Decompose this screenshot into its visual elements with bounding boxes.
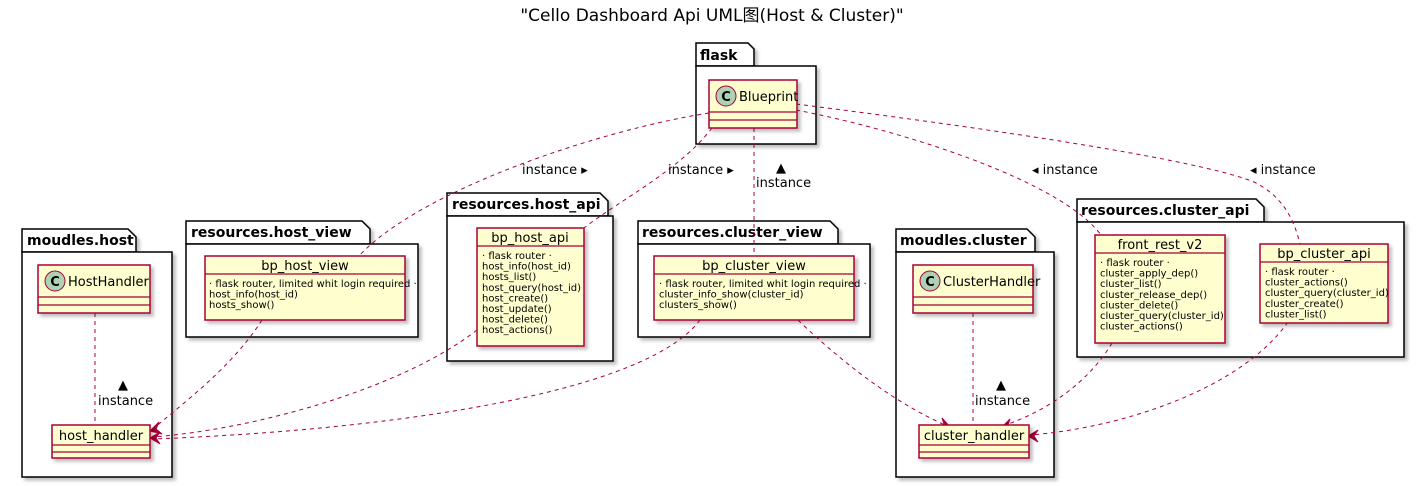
arrow-head [149, 431, 161, 445]
edge-label-cluster-handler-arrow: ▲ [996, 378, 1006, 393]
class-member: host_update() [482, 304, 552, 315]
class-bp-host-api[interactable] [476, 227, 585, 347]
package-label-cluster-view: resources.cluster_view [642, 225, 823, 241]
class-name-front-rest-v2: front_rest_v2 [1118, 238, 1203, 253]
edge-label-host-handler: instance [98, 394, 153, 409]
class-icon [44, 270, 66, 292]
member-list: · flask router, limited whit login requi… [209, 279, 417, 311]
class-member: host_query(host_id) [482, 283, 581, 294]
edges [94, 103, 1301, 445]
class-name-host-handler: host_handler [59, 429, 144, 444]
class-bp-host-view[interactable] [204, 255, 406, 321]
edge-label-cluster-view-arrow: ▲ [776, 161, 786, 176]
class-member: cluster_release_dep() [1100, 290, 1207, 301]
diagram-title: "Cello Dashboard Api UML图(Host & Cluster… [520, 6, 903, 26]
edge-label-host-api: instance ▸ [668, 163, 734, 178]
edge-blueprint-cluster-api [795, 103, 1301, 245]
edge-blueprint-host-api [583, 127, 713, 229]
class-name-blueprint: Blueprint [739, 90, 798, 105]
edge-label-host-view: instance ▸ [522, 163, 588, 178]
class-member: cluster_list() [1265, 309, 1327, 320]
edge-cluster-view-host-handler [151, 319, 701, 440]
class-name-clusterhandler: ClusterHandler [943, 275, 1041, 290]
package-label-moudles-cluster: moudles.cluster [900, 233, 1027, 249]
class-member: clusters_show() [659, 300, 737, 311]
class-member: host_info(host_id) [482, 262, 571, 273]
edge-cluster-view-cluster-handler [797, 319, 946, 426]
class-member: · flask router · [1100, 258, 1170, 269]
class-member: host_actions() [482, 325, 552, 336]
edge-label-front-rest: ◂ instance [1032, 163, 1098, 178]
class-member: hosts_list() [482, 272, 536, 283]
package-label-flask: flask [700, 48, 738, 64]
class-icon-letter: C [50, 275, 60, 290]
class-member: cluster_query(cluster_id) [1265, 288, 1389, 299]
class-member: hosts_show() [209, 300, 275, 311]
class-name-bp-host-view: bp_host_view [261, 259, 349, 274]
class-icon [715, 85, 737, 107]
class-bp-cluster-view[interactable] [653, 255, 855, 321]
edge-label-host-handler-arrow: ▲ [118, 378, 128, 393]
class-icon-letter: C [925, 275, 935, 290]
member-list: · flask router ·cluster_actions()cluster… [1265, 267, 1389, 320]
class-member: cluster_actions() [1100, 322, 1183, 333]
edge-front-rest-cluster-handler [1004, 342, 1113, 426]
class-member: · flask router, limited whit login requi… [659, 279, 867, 290]
class-member: · flask router, limited whit login requi… [209, 279, 417, 290]
edge-blueprint-host-view [358, 112, 710, 257]
edge-label-cluster-view: instance [756, 176, 811, 191]
class-bp-cluster-api[interactable] [1259, 243, 1389, 324]
class-member: cluster_info_show(cluster_id) [659, 290, 804, 301]
package-label-host-view: resources.host_view [191, 225, 352, 241]
class-member: cluster_delete() [1100, 300, 1178, 311]
class-name-cluster-handler: cluster_handler [924, 429, 1025, 444]
edge-label-cluster-handler: instance [975, 394, 1030, 409]
class-icon-letter: C [721, 90, 731, 105]
edge-host-api-host-handler [151, 329, 478, 438]
class-member: cluster_create() [1265, 299, 1344, 310]
class-icon [919, 270, 941, 292]
edge-label-cluster-api: ◂ instance [1250, 163, 1316, 178]
class-member: cluster_apply_dep() [1100, 269, 1198, 280]
member-list: · flask router, limited whit login requi… [659, 279, 867, 311]
class-name-bp-cluster-view: bp_cluster_view [702, 259, 806, 274]
package-label-cluster-api: resources.cluster_api [1081, 203, 1249, 219]
member-list: · flask router ·cluster_apply_dep()clust… [1100, 258, 1224, 333]
class-member: cluster_actions() [1265, 278, 1348, 289]
edge-cluster-api-cluster-handler [1029, 321, 1289, 436]
package-label-host-api: resources.host_api [452, 197, 601, 213]
arrow-head [1027, 429, 1039, 443]
class-member: host_info(host_id) [209, 290, 298, 301]
class-member: host_delete() [482, 315, 548, 326]
class-name-bp-host-api: bp_host_api [491, 231, 568, 246]
class-member: · flask router · [1265, 267, 1335, 278]
class-member: host_create() [482, 293, 548, 304]
member-list: · flask router ·host_info(host_id)hosts_… [482, 251, 581, 336]
class-member: cluster_list() [1100, 279, 1162, 290]
package-label-moudles-host: moudles.host [27, 233, 134, 249]
class-member: cluster_query(cluster_id) [1100, 311, 1224, 322]
class-member: · flask router · [482, 251, 552, 262]
class-name-hosthandler: HostHandler [68, 275, 149, 290]
class-name-bp-cluster-api: bp_cluster_api [1277, 247, 1371, 262]
